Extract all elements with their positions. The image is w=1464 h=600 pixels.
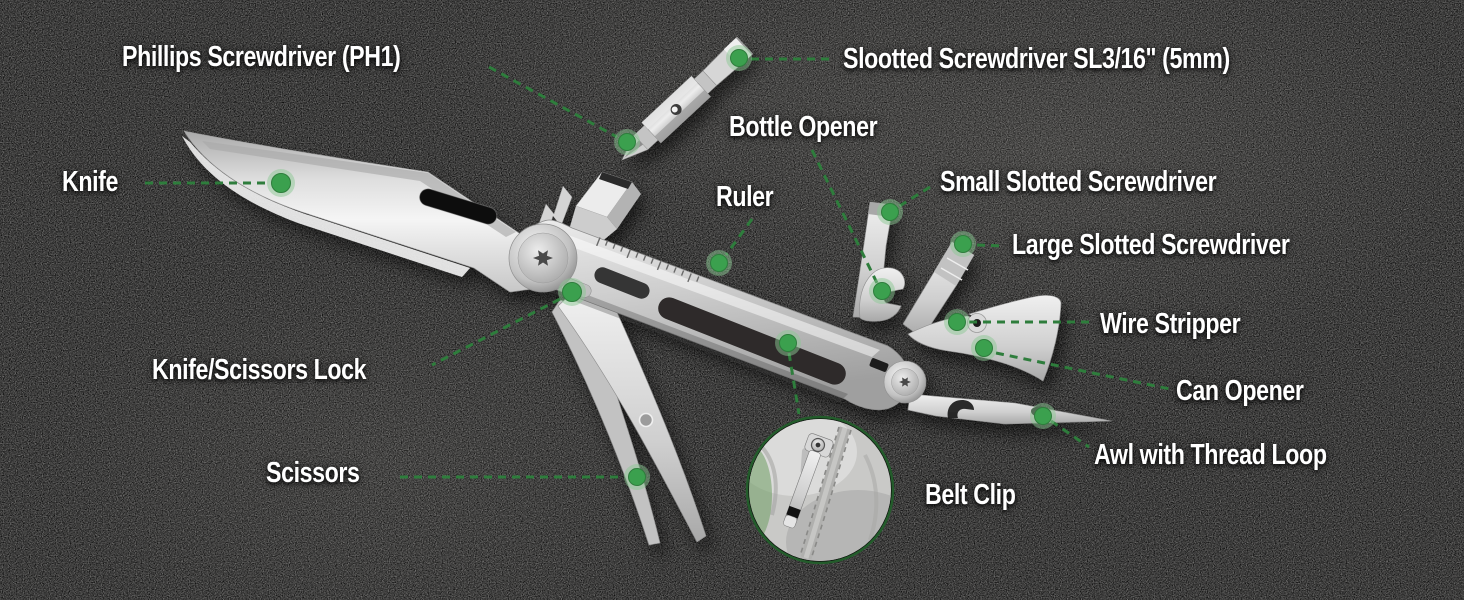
leader-belt-clip	[787, 352, 801, 415]
callout-graphics	[145, 45, 1171, 490]
dot-belt-clip	[775, 330, 801, 356]
belt-clip-inset	[745, 415, 895, 565]
dot-scissors	[624, 464, 650, 490]
dot-phillips	[614, 129, 640, 155]
leader-large-slotted	[976, 243, 1005, 248]
leader-phillips	[488, 65, 618, 139]
leader-awl	[1050, 419, 1090, 449]
leader-can-opener	[995, 351, 1171, 391]
dot-large-slotted	[950, 231, 976, 257]
end-pivot-screw	[883, 360, 927, 404]
leader-lock	[431, 297, 561, 367]
dot-slotted-bit	[726, 45, 752, 71]
multitool-illustration	[182, 36, 1113, 546]
handle-frame	[514, 219, 910, 411]
callout-dots	[267, 45, 1056, 490]
dot-knife	[267, 169, 295, 197]
dot-lock	[558, 278, 586, 306]
dot-awl	[1030, 403, 1056, 429]
ruler-marks	[596, 237, 700, 283]
dot-small-slotted	[877, 199, 903, 225]
leader-bottle-opener	[810, 149, 879, 284]
dot-bottle-opener	[869, 278, 895, 304]
main-pivot-screw	[508, 223, 578, 293]
belt-clip	[783, 433, 834, 529]
dot-can-opener	[971, 335, 997, 361]
leader-small-slotted	[897, 185, 931, 209]
dot-wire-stripper	[944, 309, 970, 335]
leader-ruler	[724, 218, 754, 256]
dot-ruler	[706, 250, 732, 276]
